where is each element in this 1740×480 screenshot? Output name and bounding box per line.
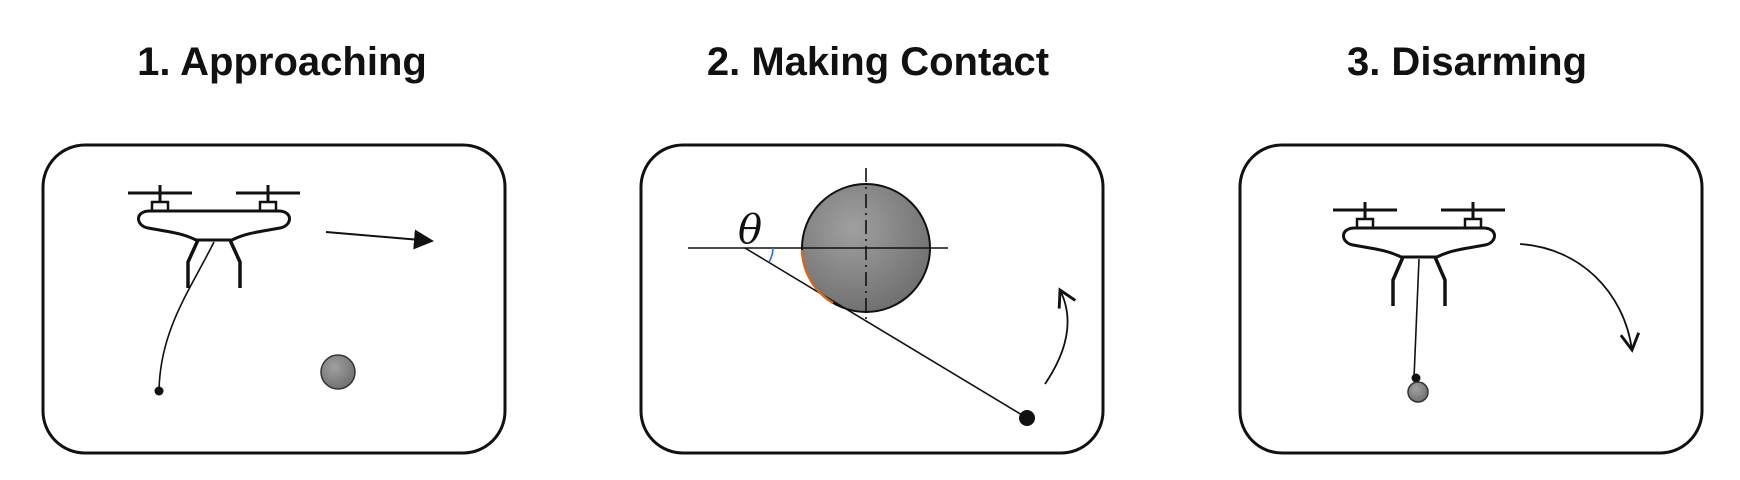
panel-1-title: 1. Approaching	[137, 40, 427, 84]
panel-2-title: 2. Making Contact	[706, 40, 1050, 84]
motion-arrow	[325, 229, 434, 250]
panel-2-frame	[639, 143, 1105, 455]
panel-2-making-contact: θ	[639, 143, 1105, 455]
tether-line	[158, 241, 215, 392]
panel-1-frame	[41, 143, 507, 455]
angle-label: θ	[738, 207, 762, 253]
panel-1-approaching	[41, 143, 507, 455]
panel-3-frame	[1238, 143, 1704, 455]
tether-weight	[1411, 373, 1421, 383]
angle-arc	[768, 247, 774, 263]
drone-icon	[128, 185, 300, 288]
rotation-arrow	[1044, 287, 1077, 385]
captured-ball	[1407, 381, 1429, 403]
tether-line	[744, 247, 1028, 419]
panel-3-title: 3. Disarming	[1346, 40, 1588, 84]
drone-icon	[1333, 202, 1505, 306]
tether-weight	[154, 386, 164, 396]
tether-weight	[1019, 410, 1035, 426]
contact-arc	[800, 249, 834, 305]
tether-line	[1413, 258, 1420, 379]
target-ball	[320, 354, 356, 390]
panel-3-disarming	[1238, 143, 1704, 455]
descend-arrow	[1519, 243, 1641, 353]
